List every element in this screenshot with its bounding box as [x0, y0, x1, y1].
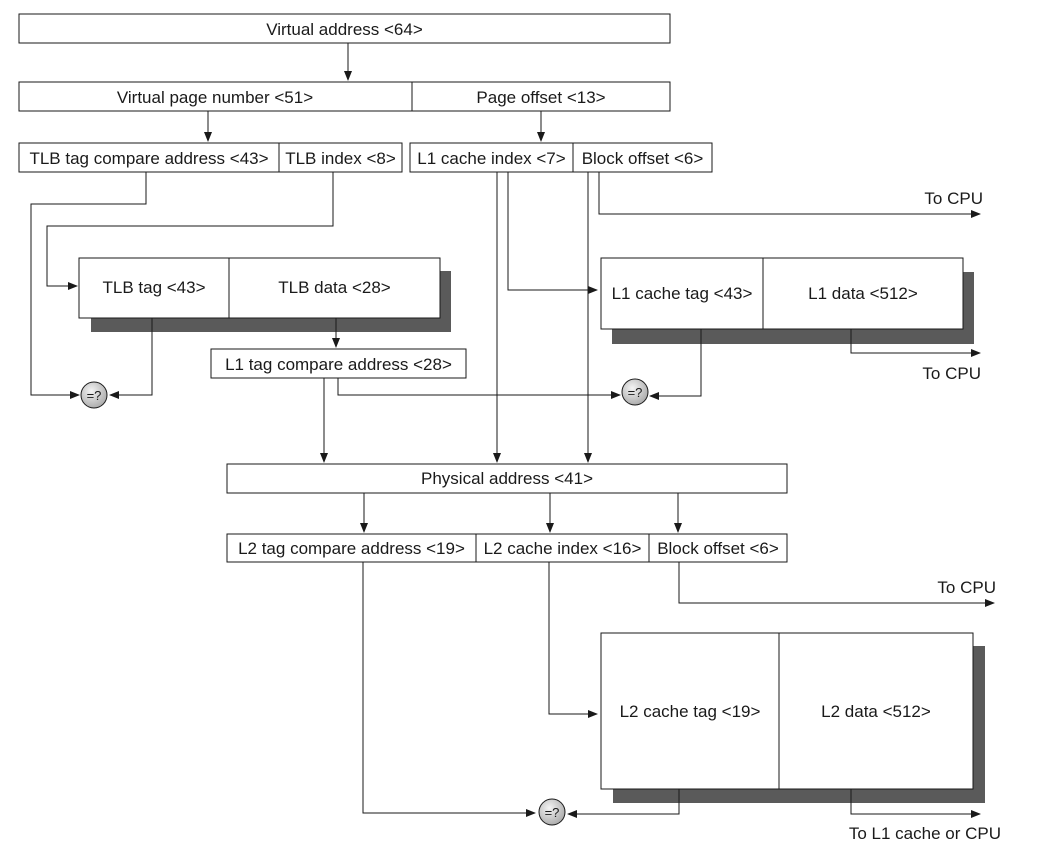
- l1-cache-tag-cell: L1 cache tag <43>: [600, 257, 764, 330]
- to-cpu-label-1: To CPU: [924, 189, 983, 208]
- to-cpu-label-3: To CPU: [937, 578, 996, 597]
- l2-comparator: =?: [538, 798, 566, 826]
- tlb-tag-compare-field: TLB tag compare address <43>: [18, 142, 280, 173]
- virtual-page-number-label: Virtual page number <51>: [117, 88, 313, 107]
- arrow-l1-tag-to-comparator: [649, 329, 702, 400]
- to-cpu-label-2: To CPU: [922, 364, 981, 383]
- arrow-l2-offset-to-cpu: [678, 562, 995, 607]
- l1-data-label: L1 data <512>: [808, 284, 918, 303]
- l2-comparator-label: =?: [545, 805, 560, 820]
- tlb-tag-compare-label: TLB tag compare address <43>: [29, 149, 268, 168]
- arrow-tlb-tag-compare-to-comparator: [30, 172, 147, 399]
- arrow-l1-tag-compare-to-comparator: [337, 378, 621, 399]
- arrow-tlb-tag-to-comparator: [109, 318, 153, 399]
- tlb-data-label: TLB data <28>: [278, 278, 391, 297]
- l2-data-label: L2 data <512>: [821, 702, 931, 721]
- virtual-address-label: Virtual address <64>: [266, 20, 423, 39]
- l1-comparator-label: =?: [628, 385, 643, 400]
- l2-tag-compare-field: L2 tag compare address <19>: [226, 533, 477, 563]
- tlb-index-field: TLB index <8>: [278, 142, 403, 173]
- l2-cache-index-field: L2 cache index <16>: [475, 533, 650, 563]
- arrow-l2-index-to-l2-cache: [548, 562, 598, 718]
- arrow-tlb-index-to-tlb: [46, 172, 334, 290]
- l1-block-offset-label: Block offset <6>: [582, 149, 704, 168]
- arrow-l1-offset-to-cpu: [598, 172, 981, 218]
- physical-address-label: Physical address <41>: [421, 469, 593, 488]
- l1-cache-tag-label: L1 cache tag <43>: [612, 284, 753, 303]
- virtual-page-number-field: Virtual page number <51>: [18, 81, 413, 112]
- tlb-comparator-label: =?: [87, 388, 102, 403]
- l1-comparator: =?: [621, 378, 649, 406]
- arrow-l2-tag-compare-to-comparator: [362, 562, 536, 817]
- arrow-l2-tag-to-comparator: [567, 789, 680, 818]
- tlb-index-label: TLB index <8>: [285, 149, 396, 168]
- l1-cache-index-label: L1 cache index <7>: [417, 149, 565, 168]
- l2-cache-index-label: L2 cache index <16>: [484, 539, 642, 558]
- l1-cache-index-field: L1 cache index <7>: [409, 142, 574, 173]
- tlb-comparator: =?: [80, 381, 108, 409]
- l2-tag-compare-label: L2 tag compare address <19>: [238, 539, 465, 558]
- page-offset-field: Page offset <13>: [411, 81, 671, 112]
- virtual-address-field: Virtual address <64>: [18, 13, 671, 44]
- tlb-data-cell: TLB data <28>: [228, 257, 441, 319]
- l2-cache-tag-label: L2 cache tag <19>: [620, 702, 761, 721]
- l1-tag-compare-field: L1 tag compare address <28>: [210, 348, 467, 379]
- physical-address-field: Physical address <41>: [226, 463, 788, 494]
- tlb-tag-label: TLB tag <43>: [102, 278, 205, 297]
- to-l1-or-cpu-label: To L1 cache or CPU: [849, 824, 1001, 843]
- tlb-tag-cell: TLB tag <43>: [78, 257, 230, 319]
- l2-block-offset-field: Block offset <6>: [648, 533, 788, 563]
- arrow-l2-data-to-l1-or-cpu: [850, 789, 981, 818]
- arrow-l1-data-to-cpu: [850, 329, 981, 357]
- arrow-l1-index-to-l1-cache: [507, 172, 598, 294]
- l2-data-cell: L2 data <512>: [778, 632, 974, 790]
- l1-data-cell: L1 data <512>: [762, 257, 964, 330]
- l2-block-offset-label: Block offset <6>: [657, 539, 779, 558]
- l2-cache-tag-cell: L2 cache tag <19>: [600, 632, 780, 790]
- l1-tag-compare-label: L1 tag compare address <28>: [225, 355, 452, 374]
- l1-block-offset-field: Block offset <6>: [572, 142, 713, 173]
- page-offset-label: Page offset <13>: [476, 88, 605, 107]
